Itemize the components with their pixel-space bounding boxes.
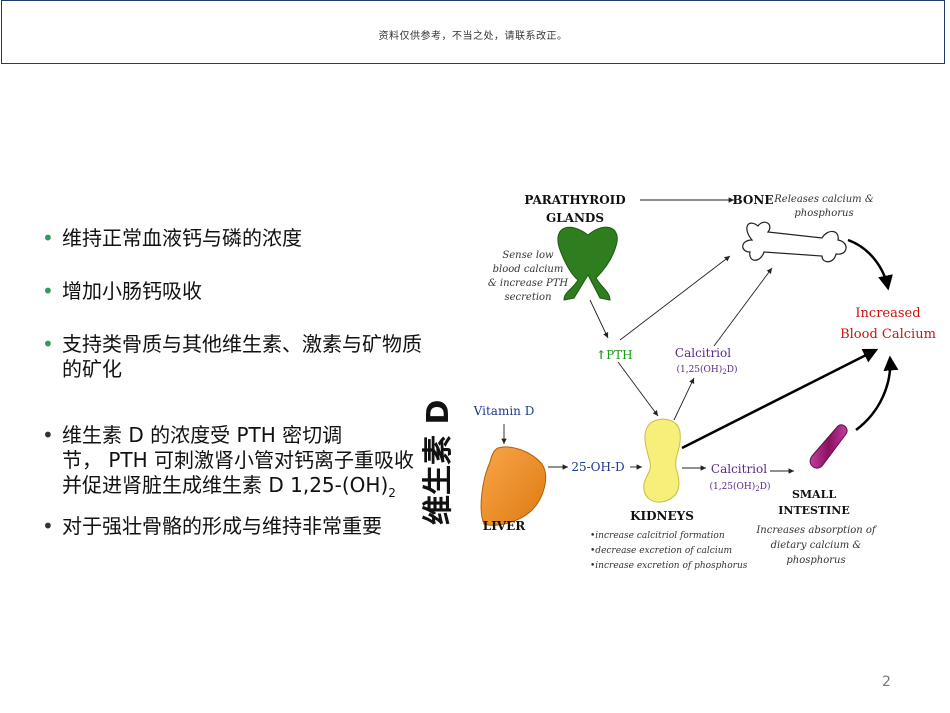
arrow-pth-to-kidney (617, 361, 659, 417)
intestine-note: phosphorus (786, 555, 845, 566)
bullet-text: 的矿化 (62, 357, 122, 381)
arrow-pth-to-bone (619, 255, 731, 341)
bullet-text: 支持类骨质与其他维生素、激素与矿物质 (62, 332, 422, 356)
kidney-shape (643, 418, 681, 503)
bullet-dot-icon: • (42, 423, 54, 447)
kidney-note: •increase calcitriol formation (590, 531, 725, 541)
bullet-text: 并促进肾脏生成维生素 D 1,25-(OH)2 (62, 473, 396, 500)
calcitriol-top-label: Calcitriol (675, 346, 731, 360)
bullet-text: 节， PTH 可刺激肾小管对钙离子重吸收 (62, 448, 415, 472)
intestine-note: Increases absorption of (755, 525, 878, 536)
calcitriol-bottom-label: Calcitriol (711, 462, 767, 476)
small-intestine-shape (809, 424, 848, 469)
kidneys-label: KIDNEYS (630, 509, 694, 523)
calcium-regulation-diagram: PARATHYROID GLANDS Sense low blood calci… (473, 193, 936, 571)
page-number: 2 (882, 674, 891, 690)
bullet-dot-icon: • (42, 279, 54, 303)
kidney-note: •increase excretion of phosphorus (590, 561, 748, 571)
parathyroid-note: Sense low (502, 250, 554, 261)
bullet-dot-icon: • (42, 514, 54, 538)
vertical-title-text: 维生素 D (421, 400, 456, 525)
ohd-label: 25-OH-D (571, 460, 624, 474)
bullet-text: 增加小肠钙吸收 (62, 279, 202, 303)
parathyroid-note: & increase PTH (488, 278, 569, 289)
arrow-calcitriol-to-bone (713, 267, 773, 347)
arrow-intestine-to-blood-calcium (855, 355, 899, 431)
bone-note: phosphorus (794, 208, 853, 219)
parathyroid-label: GLANDS (546, 211, 604, 225)
bullet-text: 对于强壮骨骼的形成与维持非常重要 (62, 514, 382, 538)
intestine-note: dietary calcium & (771, 540, 862, 551)
pth-label: ↑PTH (596, 348, 633, 362)
kidney-note: •decrease excretion of calcium (590, 546, 732, 556)
arrow-bone-to-blood-calcium (847, 238, 893, 291)
arrow-parathyroid-to-pth (589, 299, 609, 339)
bone-label: BONE (733, 193, 774, 207)
calcitriol-bottom-formula: (1,25(OH)2D) (709, 481, 770, 493)
parathyroid-glands-shape (557, 226, 618, 301)
bullet-text: 维生素 D 的浓度受 PTH 密切调 (62, 423, 343, 447)
bone-shape (742, 221, 847, 263)
small-intestine-label: SMALL (792, 488, 836, 501)
calcitriol-top-formula: (1,25(OH)2D) (676, 364, 737, 376)
liver-label: LIVER (483, 519, 527, 533)
arrow-kidney-to-calcitriol (673, 377, 695, 421)
increased-label: Increased (855, 306, 920, 321)
vertical-title: 维生素 D (418, 380, 456, 530)
parathyroid-note: blood calcium (493, 264, 564, 275)
bullet-dot-icon: • (42, 226, 54, 250)
increased-label: Blood Calcium (840, 327, 936, 342)
parathyroid-note: secretion (504, 292, 551, 303)
bullet-text: 维持正常血液钙与磷的浓度 (62, 226, 302, 250)
liver-shape (480, 446, 547, 526)
vitamin-d-label: Vitamin D (473, 404, 535, 418)
header-note: 资料仅供参考，不当之处，请联系改正。 (378, 31, 568, 42)
header-box: 资料仅供参考，不当之处，请联系改正。 (1, 0, 945, 64)
bullet-dot-icon: • (42, 332, 54, 356)
small-intestine-label: INTESTINE (778, 504, 849, 517)
parathyroid-label: PARATHYROID (524, 193, 625, 207)
bone-note: Releases calcium & (773, 194, 874, 205)
arrow-kidney-to-blood-calcium (681, 348, 879, 450)
